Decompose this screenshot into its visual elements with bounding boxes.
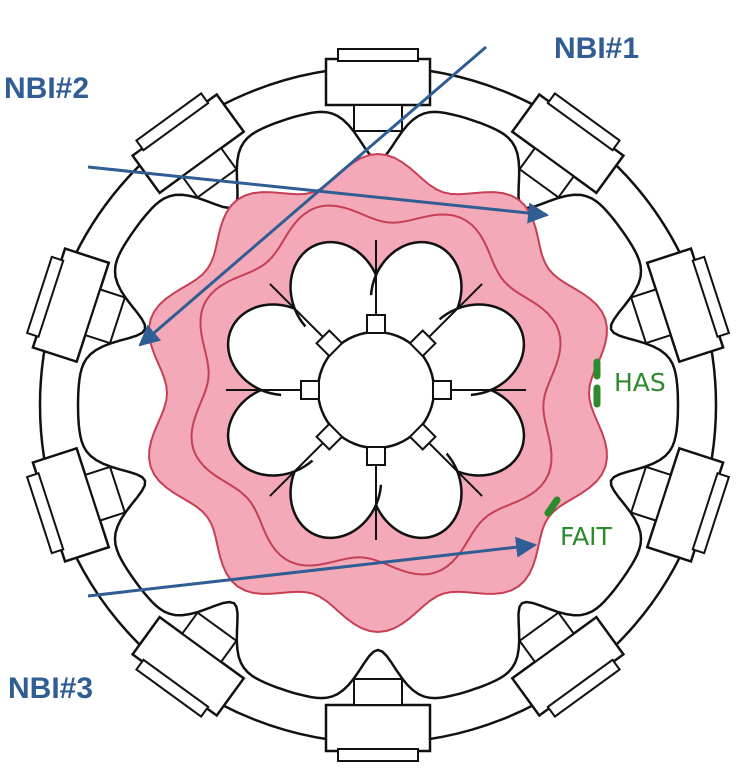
spoke-box-4: [408, 422, 437, 451]
port-2: [510, 92, 626, 199]
port-cap: [25, 255, 65, 338]
port-6: [324, 678, 432, 762]
port-9: [25, 247, 127, 364]
port-cap: [546, 92, 621, 152]
port-neck: [629, 288, 672, 345]
port-cap: [337, 748, 419, 762]
port-neck: [518, 146, 576, 199]
nbi2-label: NBI#2: [4, 72, 89, 105]
port-cap: [135, 92, 210, 152]
has-label: HAS: [614, 368, 666, 397]
port-neck: [84, 288, 127, 345]
port-neck: [180, 611, 238, 664]
port-flange: [324, 703, 432, 753]
spoke-box-8: [315, 329, 344, 358]
spoke-box-1: [366, 314, 386, 334]
nbi1-label: NBI#1: [554, 32, 639, 65]
nbi1-beam: [138, 45, 487, 347]
nbi3-label: NBI#3: [8, 672, 93, 705]
port-7: [130, 611, 246, 718]
port-cap: [337, 48, 419, 62]
port-4: [629, 446, 731, 563]
port-10: [130, 92, 246, 199]
port-neck: [518, 611, 576, 664]
port-group: [25, 48, 731, 762]
spoke-box-6: [315, 422, 344, 451]
port-neck: [353, 678, 403, 706]
nbi2-beam: [87, 165, 550, 224]
port-neck: [84, 465, 127, 522]
port-cap: [135, 658, 210, 718]
port-neck: [180, 146, 238, 199]
port-8: [25, 446, 127, 563]
port-neck: [629, 465, 672, 522]
spoke-box-3: [432, 380, 452, 400]
port-cap: [691, 255, 731, 338]
port-5: [510, 611, 626, 718]
diagnostic-markers: [544, 358, 601, 517]
central-spokes: [226, 240, 526, 540]
spoke-box-2: [408, 329, 437, 358]
port-flange: [324, 57, 432, 107]
port-1: [324, 48, 432, 132]
fait-marker: [544, 496, 561, 517]
nbi3-beam: [87, 536, 538, 598]
port-cap: [546, 658, 621, 718]
fait-label: FAIT: [560, 522, 613, 551]
spoke-box-5: [366, 446, 386, 466]
port-cap: [691, 472, 731, 555]
spoke-box-7: [300, 380, 320, 400]
port-3: [629, 247, 731, 364]
nbi-beam-lines: [87, 45, 550, 598]
port-cap: [25, 472, 65, 555]
